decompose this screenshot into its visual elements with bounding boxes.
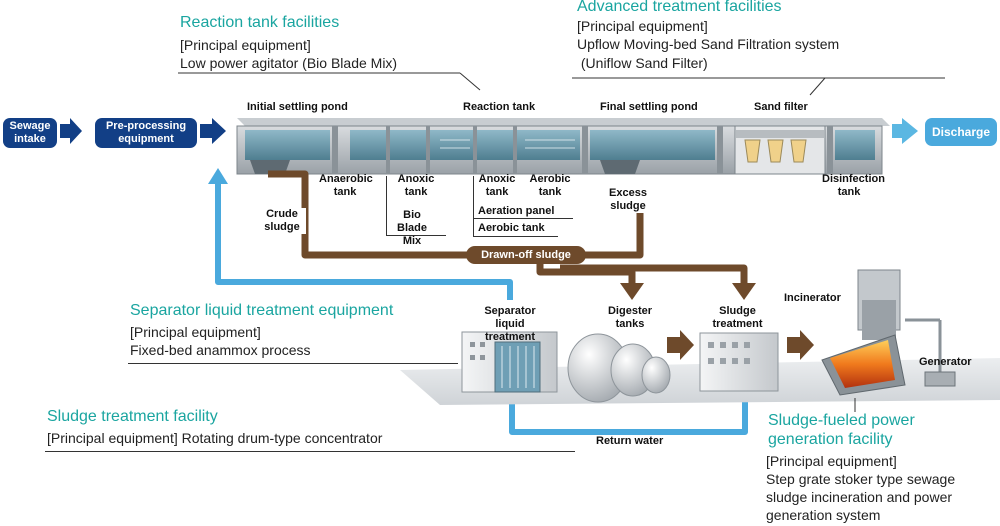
discharge-box: Discharge bbox=[925, 118, 997, 146]
return-water-label: Return water bbox=[596, 435, 664, 447]
power-equipment-3: generation system bbox=[766, 507, 881, 523]
return-pipes bbox=[215, 180, 748, 435]
generator-label: Generator bbox=[919, 356, 972, 368]
sludge-treatment-building bbox=[699, 332, 779, 392]
inflow-arrows bbox=[60, 118, 226, 144]
advanced-leader-diag bbox=[809, 77, 826, 96]
discharge-arrow bbox=[892, 118, 918, 144]
excess-sludge-label: Excess sludge bbox=[600, 187, 656, 213]
power-title-1: Sludge-fueled power bbox=[768, 412, 915, 429]
crude-return-arrowhead bbox=[208, 168, 228, 184]
power-equipment-1: Step grate stoker type sewage bbox=[766, 471, 956, 487]
preprocessing-box: Pre-processing equipment bbox=[95, 118, 197, 148]
power-equipment-label: [Principal equipment] bbox=[766, 453, 897, 469]
sand-filter-label: Sand filter bbox=[754, 101, 808, 113]
sludge-arrowheads bbox=[620, 283, 814, 360]
aerobic-tank-label: Aerobic tank bbox=[529, 173, 571, 198]
digester-tanks-label: Digester tanks bbox=[607, 305, 653, 330]
sludge-facility-underline bbox=[45, 451, 575, 452]
separator-equipment: Fixed-bed anammox process bbox=[130, 342, 311, 358]
power-equipment-2: sludge incineration and power bbox=[766, 489, 953, 505]
reaction-equipment-label: [Principal equipment] bbox=[180, 37, 311, 53]
separator-building bbox=[461, 331, 558, 393]
separator-underline bbox=[128, 363, 458, 364]
anaerobic-tank-label: Anaerobic tank bbox=[319, 173, 373, 198]
aerobic-bracket bbox=[473, 176, 474, 236]
incinerator-label: Incinerator bbox=[784, 292, 841, 304]
disinfection-tank-label: Disinfection tank bbox=[822, 173, 885, 198]
bio-blade-label: Bio Blade Mix bbox=[397, 209, 427, 247]
separator-title: Separator liquid treatment equipment bbox=[130, 302, 394, 319]
digester-domes bbox=[567, 333, 671, 403]
reaction-leader-diag bbox=[459, 72, 481, 91]
anoxic-tank-label-2: Anoxic tank bbox=[478, 173, 516, 198]
reaction-equipment: Low power agitator (Bio Blade Mix) bbox=[180, 55, 398, 71]
sludge-facility-title: Sludge treatment facility bbox=[47, 408, 218, 425]
advanced-equipment-label: [Principal equipment] bbox=[577, 18, 708, 34]
aeration-panel-label: Aeration panel bbox=[478, 205, 555, 217]
crude-sludge-label: Crude sludge bbox=[258, 208, 306, 234]
advanced-equipment: Upflow Moving-bed Sand Filtration system bbox=[577, 36, 840, 52]
separator-liquid-label: Separator liquid treatment bbox=[484, 305, 536, 343]
sludge-facility-equipment: [Principal equipment] Rotating drum-type… bbox=[47, 430, 383, 446]
bio-blade-underline bbox=[386, 235, 446, 236]
advanced-equipment-sub: (Uniflow Sand Filter) bbox=[577, 55, 708, 71]
incinerator-unit bbox=[821, 269, 956, 396]
aerobic-tank2-line bbox=[473, 236, 558, 237]
aeration-panel-line bbox=[473, 218, 573, 219]
reaction-tank-label: Reaction tank bbox=[463, 101, 536, 113]
final-settling-label: Final settling pond bbox=[600, 101, 698, 113]
tank-structure bbox=[236, 118, 890, 175]
reaction-title: Reaction tank facilities bbox=[180, 14, 340, 31]
drawn-off-sludge-pill: Drawn-off sludge bbox=[466, 246, 586, 264]
initial-settling-label: Initial settling pond bbox=[247, 101, 348, 113]
anoxic-tank-label-1: Anoxic tank bbox=[397, 173, 435, 198]
aerobic-tank2-label: Aerobic tank bbox=[478, 222, 545, 234]
bio-blade-bracket bbox=[386, 176, 387, 236]
advanced-title: Advanced treatment facilities bbox=[577, 0, 782, 15]
separator-equipment-label: [Principal equipment] bbox=[130, 324, 261, 340]
power-title-2: generation facility bbox=[768, 431, 893, 448]
sludge-treatment-label: Sludge treatment bbox=[712, 305, 763, 330]
sewage-intake-box: Sewage intake bbox=[3, 118, 57, 148]
